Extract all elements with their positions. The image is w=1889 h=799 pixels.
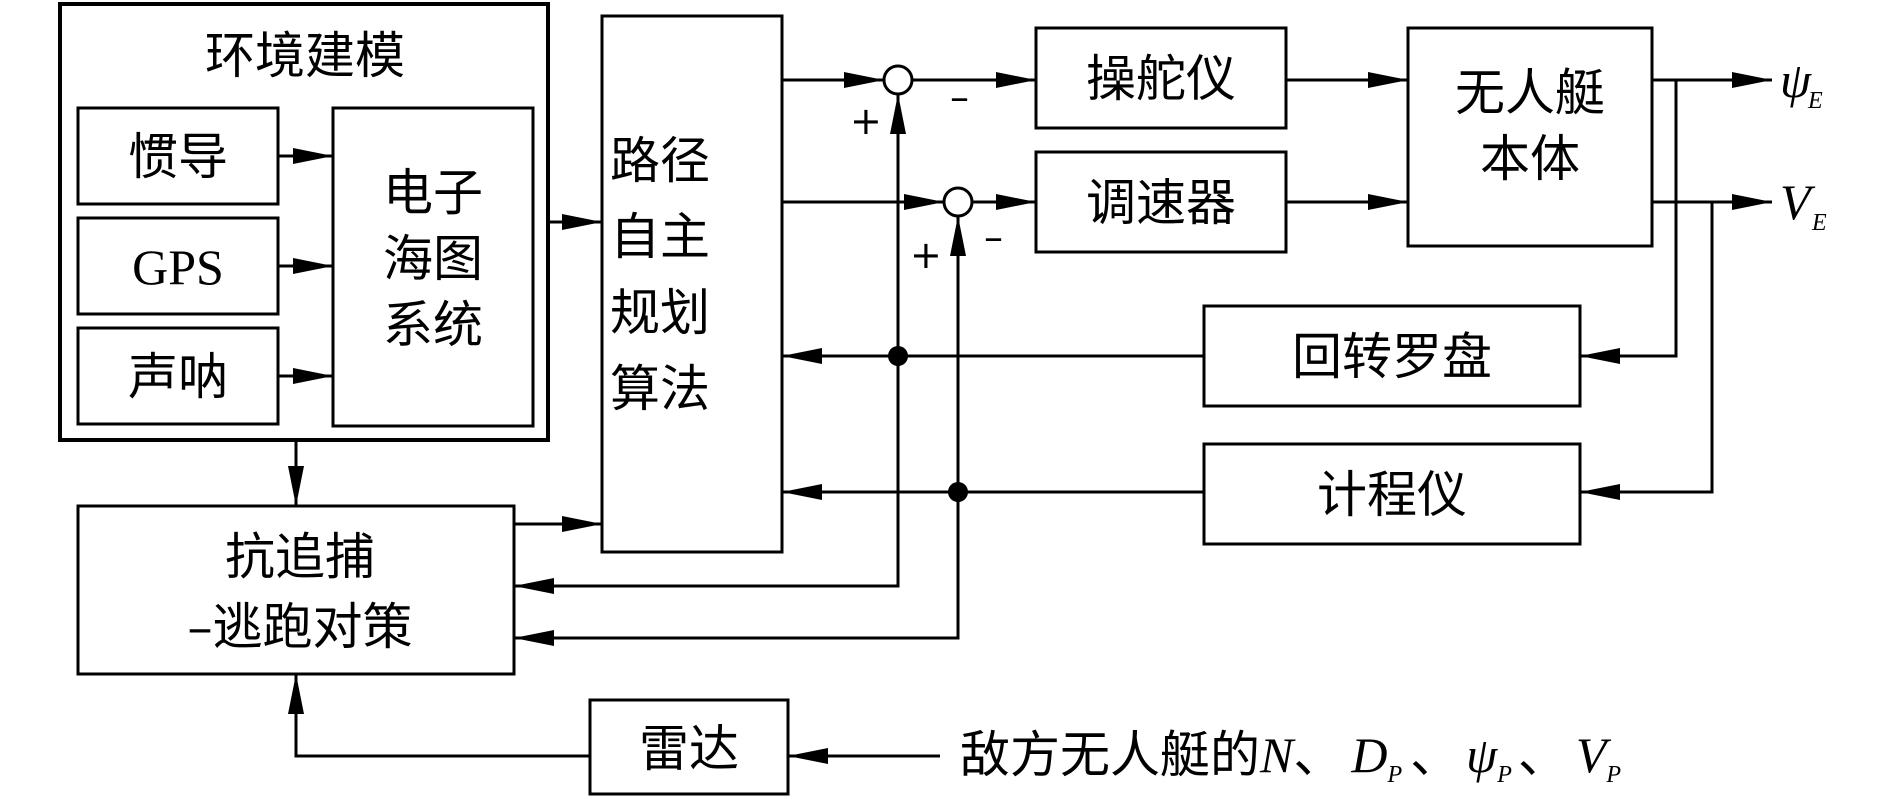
speed-feedback-to-log-arrow <box>1580 202 1714 500</box>
usv-body-label-2: 本体 <box>1480 130 1580 188</box>
radar-label: 雷达 <box>639 720 739 778</box>
speed-output-subscript: E <box>1811 210 1827 236</box>
heading-summing-junction <box>882 64 914 96</box>
path-planning-label-3: 规划 <box>610 284 710 342</box>
heading-feedback-to-anti-pursuit-arrow <box>514 356 900 594</box>
env-modeling-label: 环境建模 <box>205 27 405 85</box>
path-planning-label-4: 算法 <box>610 360 710 418</box>
steering-gear-label: 操舵仪 <box>1086 50 1236 108</box>
radar-to-anti-pursuit-arrow <box>288 674 590 758</box>
heading-output-subscript: E <box>1807 88 1823 114</box>
path-planning-label-1: 路径 <box>610 132 710 190</box>
heading-minus-sign: – <box>950 75 969 119</box>
log-meter-label: 计程仪 <box>1317 466 1467 524</box>
speed-feedback-to-anti-pursuit-arrow <box>514 492 960 646</box>
anti-pursuit-label-2: –逃跑对策 <box>188 598 413 656</box>
speed-plus-sign: + <box>910 233 942 277</box>
speed-minus-sign: – <box>984 215 1003 259</box>
heading-feedback-to-gyro-arrow <box>1580 80 1678 364</box>
chart-system-label-1: 电子 <box>383 164 483 222</box>
speed-governor-label: 调速器 <box>1086 174 1236 232</box>
speed-summing-junction <box>942 186 974 218</box>
speed-output-symbol: V <box>1780 174 1816 230</box>
anti-pursuit-label-1: 抗追捕 <box>225 528 375 586</box>
radar-box <box>588 698 790 796</box>
heading-output-symbol: ψ <box>1780 52 1812 108</box>
usv-body-label-1: 无人艇 <box>1455 64 1605 122</box>
gyro-compass-label: 回转罗盘 <box>1292 328 1492 386</box>
enemy-info-label: 敌方无人艇的N、DP、ψP、VP <box>960 726 1621 788</box>
gps-label: GPS <box>132 239 224 295</box>
path-planning-label-2: 自主 <box>610 208 710 266</box>
steering-gear-box <box>1034 26 1288 130</box>
inertial-nav-label: 惯导 <box>128 128 228 186</box>
path-planning-box <box>600 14 784 554</box>
chart-system-label-2: 海图 <box>383 230 483 288</box>
chart-system-label-3: 系统 <box>383 296 483 354</box>
usv-body-box <box>1406 26 1654 248</box>
sonar-label: 声呐 <box>128 348 228 406</box>
log-meter-box <box>1202 442 1582 546</box>
heading-plus-sign: + <box>850 99 882 143</box>
